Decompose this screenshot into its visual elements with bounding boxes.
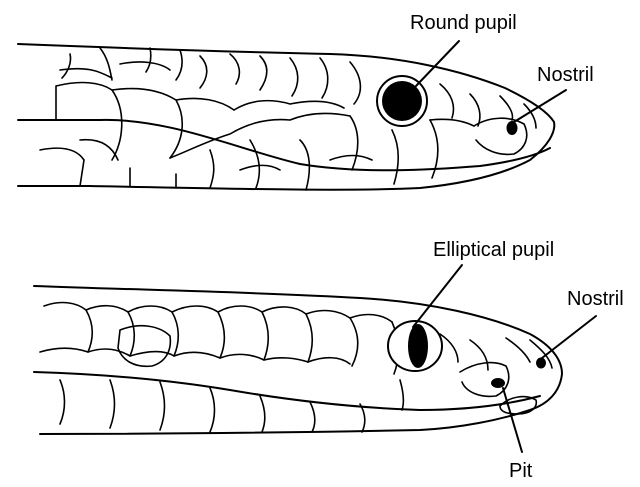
round-pupil-label: Round pupil (410, 12, 517, 34)
top-nostril-leader (514, 90, 566, 122)
pit-label: Pit (509, 460, 533, 482)
top-head-scales (40, 48, 536, 190)
bottom-jaw-line (34, 372, 540, 410)
bottom-nostril (536, 358, 546, 369)
top-jaw-line (18, 120, 550, 170)
heat-sensing-pit (491, 378, 505, 388)
elliptical-pupil-leader (413, 265, 462, 327)
top-nostril (507, 121, 518, 135)
bottom-nostril-leader (542, 316, 596, 358)
bottom-nostril-label: Nostril (567, 288, 624, 310)
bottom-snake-head (34, 265, 596, 452)
bottom-head-scales (40, 303, 552, 432)
top-snake-head (18, 41, 566, 190)
elliptical-pupil (408, 324, 428, 368)
elliptical-pupil-label: Elliptical pupil (433, 239, 554, 261)
top-nostril-label: Nostril (537, 64, 594, 86)
top-head-outline (18, 44, 554, 190)
